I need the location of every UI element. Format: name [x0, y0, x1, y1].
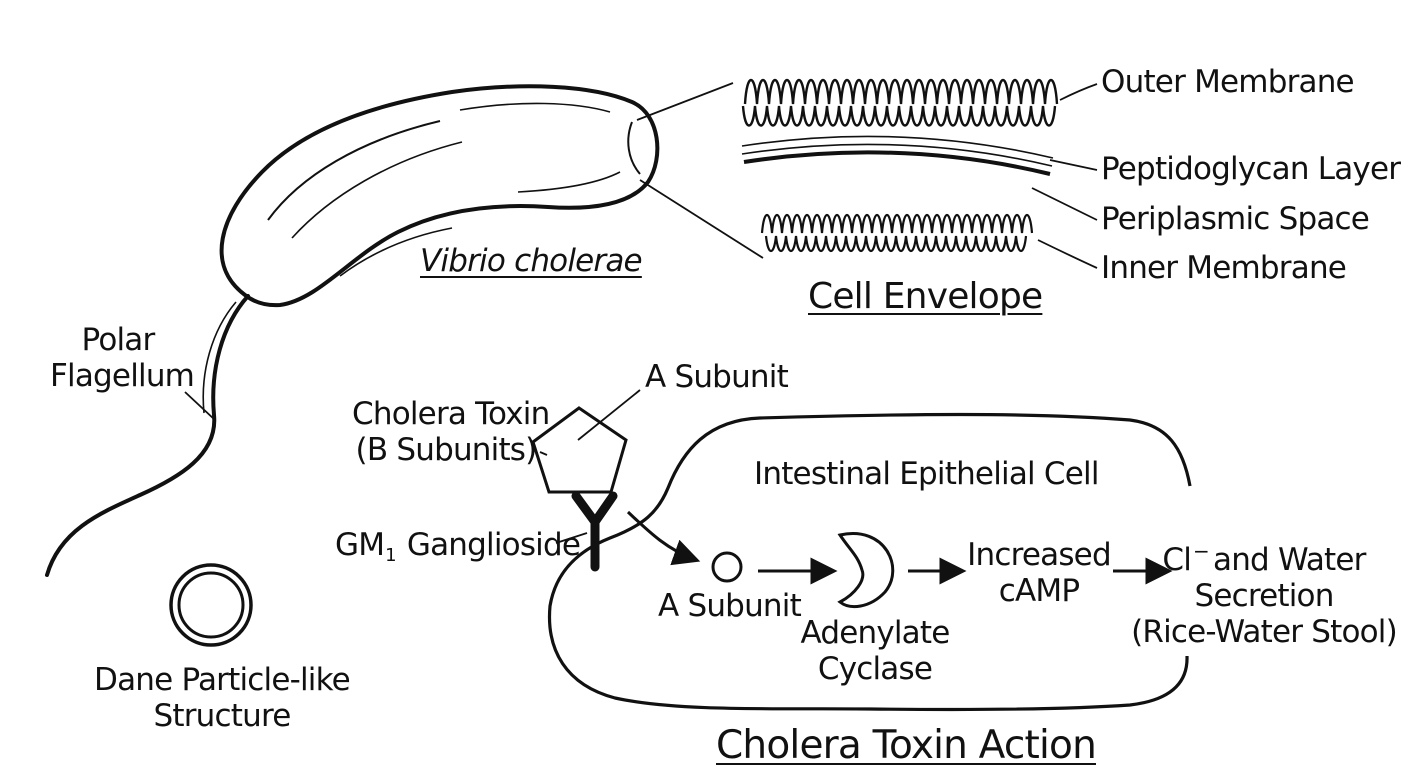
gm1-suffix: Ganglioside	[406, 527, 581, 563]
increased-camp-label: Increased cAMP	[964, 537, 1114, 609]
a-subunit-top-label: A Subunit	[645, 359, 789, 395]
gm1-receptor-arms	[571, 491, 618, 527]
secretion-line1-rest: and Water	[1213, 542, 1366, 578]
outer-membrane-label: Outer Membrane	[1101, 64, 1355, 100]
inner-membrane-inner-leaflet	[764, 235, 1028, 253]
chloride-charge: −	[1193, 539, 1210, 563]
adenylate-cyclase-shape	[837, 532, 895, 609]
peptidoglycan-line-1	[741, 135, 1054, 159]
dane-particle-label: Dane Particle-like Structure	[92, 662, 352, 734]
adenylate-cyclase-label: Adenylate Cyclase	[790, 615, 960, 687]
cholera-toxin-action-title: Cholera Toxin Action	[716, 723, 1097, 768]
gm1-ganglioside-label: GM1 Ganglioside	[335, 527, 581, 574]
cholera-toxin-b-label: Cholera Toxin (B Subunits)	[352, 396, 550, 468]
cholera-toxin-b-line1: Cholera Toxin	[352, 396, 550, 432]
secretion-line3: (Rice-Water Stool)	[1131, 614, 1398, 650]
peptidoglycan-line-2	[741, 143, 1053, 167]
increased-camp-line1: Increased	[967, 537, 1111, 573]
secretion-line1: Cl−and Water	[1124, 533, 1404, 578]
arrow-toxin-to-a-subunit	[626, 510, 701, 566]
polar-flagellum-line2: Flagellum	[50, 358, 195, 394]
cell-envelope-layers	[741, 79, 1059, 253]
secretion-label: Cl−and Water Secretion (Rice-Water Stool…	[1124, 533, 1404, 650]
polar-flagellum-label: Polar Flagellum	[50, 322, 195, 394]
adenylate-cyclase-line1: Adenylate	[800, 615, 950, 651]
leader-lines	[184, 82, 1098, 544]
b-subunit-pentagon	[531, 406, 628, 494]
epithelial-cell-outline	[547, 412, 1192, 712]
cholera-toxin-molecule	[531, 406, 628, 572]
polar-flagellum-line1: Polar	[81, 322, 156, 358]
gm1-prefix: GM	[335, 527, 385, 563]
pathway-shapes	[711, 532, 895, 609]
inner-membrane-outer-leaflet	[760, 213, 1034, 234]
outer-membrane-inner-leaflet	[741, 105, 1057, 127]
increased-camp-line2: cAMP	[998, 573, 1080, 609]
adenylate-cyclase-line2: Cyclase	[817, 651, 933, 687]
intestinal-epithelial-cell-label: Intestinal Epithelial Cell	[754, 456, 1099, 492]
cholera-toxin-b-line2: (B Subunits)	[355, 432, 538, 468]
chloride-ion: Cl	[1162, 542, 1192, 578]
inner-membrane-label: Inner Membrane	[1101, 250, 1347, 286]
secretion-line2: Secretion	[1194, 578, 1334, 614]
a-subunit-inside-label: A Subunit	[658, 588, 802, 624]
polar-flagellum	[45, 294, 250, 577]
vibrio-body	[219, 84, 660, 308]
dane-particle	[169, 563, 253, 647]
cell-envelope-title: Cell Envelope	[808, 276, 1043, 317]
dane-particle-line1: Dane Particle-like	[94, 662, 351, 698]
outer-membrane-outer-leaflet	[743, 79, 1059, 105]
periplasmic-space-label: Periplasmic Space	[1101, 201, 1370, 237]
pathway-arrows	[626, 510, 1173, 585]
vibrio-cholerae-label: Vibrio cholerae	[420, 243, 643, 279]
gm1-subscript: 1	[385, 545, 396, 566]
a-subunit-circle	[711, 551, 743, 583]
peptidoglycan-layer-label: Peptidoglycan Layer	[1101, 151, 1401, 187]
peptidoglycan-line-3	[743, 150, 1051, 176]
dane-particle-line2: Structure	[153, 698, 291, 734]
